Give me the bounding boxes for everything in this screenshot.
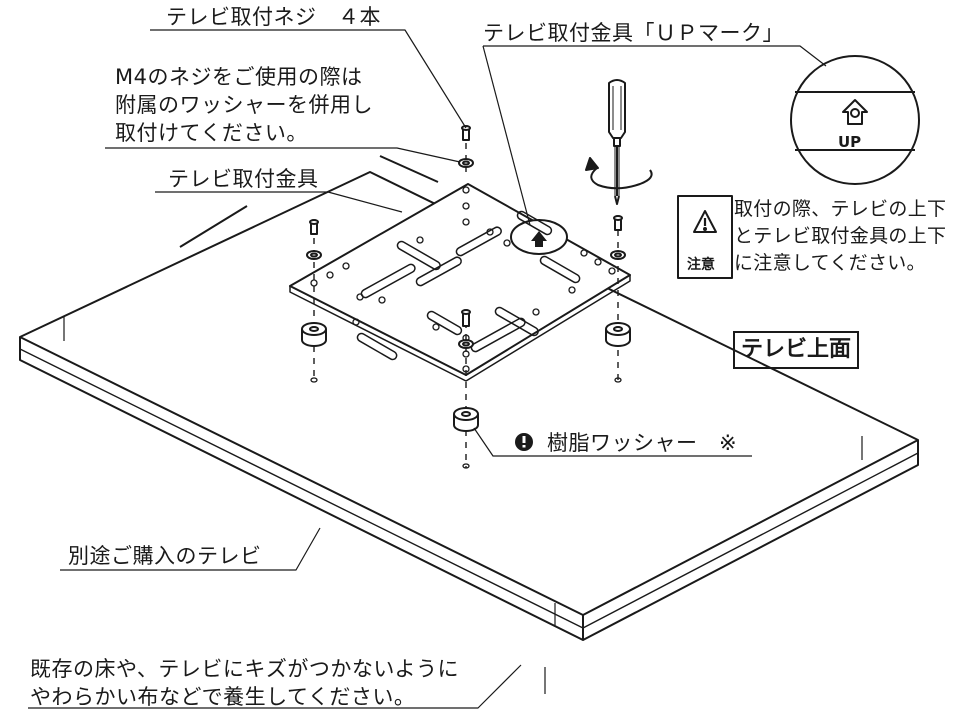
- screwdriver-icon: [608, 79, 626, 205]
- tv-top-label: テレビ上面: [733, 331, 860, 369]
- floor-note-line-1: 既存の床や、テレビにキズがつかないように: [30, 657, 459, 681]
- caution-line-2: とテレビ取付金具の上下: [734, 225, 947, 247]
- leader-lines: [28, 29, 827, 709]
- screw-bottom: [458, 309, 474, 349]
- caution-message: 取付の際、テレビの上下 とテレビ取付金具の上下 に注意してください。: [734, 196, 946, 277]
- screw-top: [458, 125, 474, 168]
- screws-label: テレビ取付ネジ ４本: [166, 5, 381, 29]
- up-mark-detail-circle: [790, 55, 920, 185]
- caution-word: 注意: [687, 257, 715, 273]
- caution-line-3: に注意してください。: [734, 252, 926, 274]
- screw-left: [306, 219, 322, 260]
- bracket-label: テレビ取付金具: [168, 167, 319, 191]
- up-arrow-house-icon: [842, 99, 868, 125]
- rotation-arrow-icon: [585, 157, 653, 190]
- resin-washer-label: 樹脂ワッシャー ※: [547, 431, 738, 455]
- tv-mount-bracket: [289, 183, 631, 382]
- m4-note-line-2: 附属のワッシャーを併用し: [115, 93, 373, 117]
- m4-note-line-3: 取付けてください。: [115, 121, 308, 145]
- caution-line-1: 取付の際、テレビの上下: [734, 198, 947, 220]
- floor-note-line-2: やわらかい布などで養生してください。: [30, 685, 416, 709]
- m4-note-line-1: M4のネジをご使用の際は: [115, 65, 363, 89]
- tv-label: 別途ご購入のテレビ: [68, 544, 262, 568]
- exclamation-circle-icon: [515, 433, 533, 451]
- tv-panel: [19, 155, 919, 694]
- screw-right: [610, 215, 626, 260]
- bracket-up-mark-label: テレビ取付金具「ＵＰマーク」: [483, 21, 784, 45]
- up-mark-text: UP: [838, 133, 862, 151]
- resin-washer-right: [605, 322, 631, 347]
- resin-washer-left: [301, 322, 327, 347]
- resin-washer-center: [453, 407, 479, 432]
- caution-box: [677, 195, 733, 279]
